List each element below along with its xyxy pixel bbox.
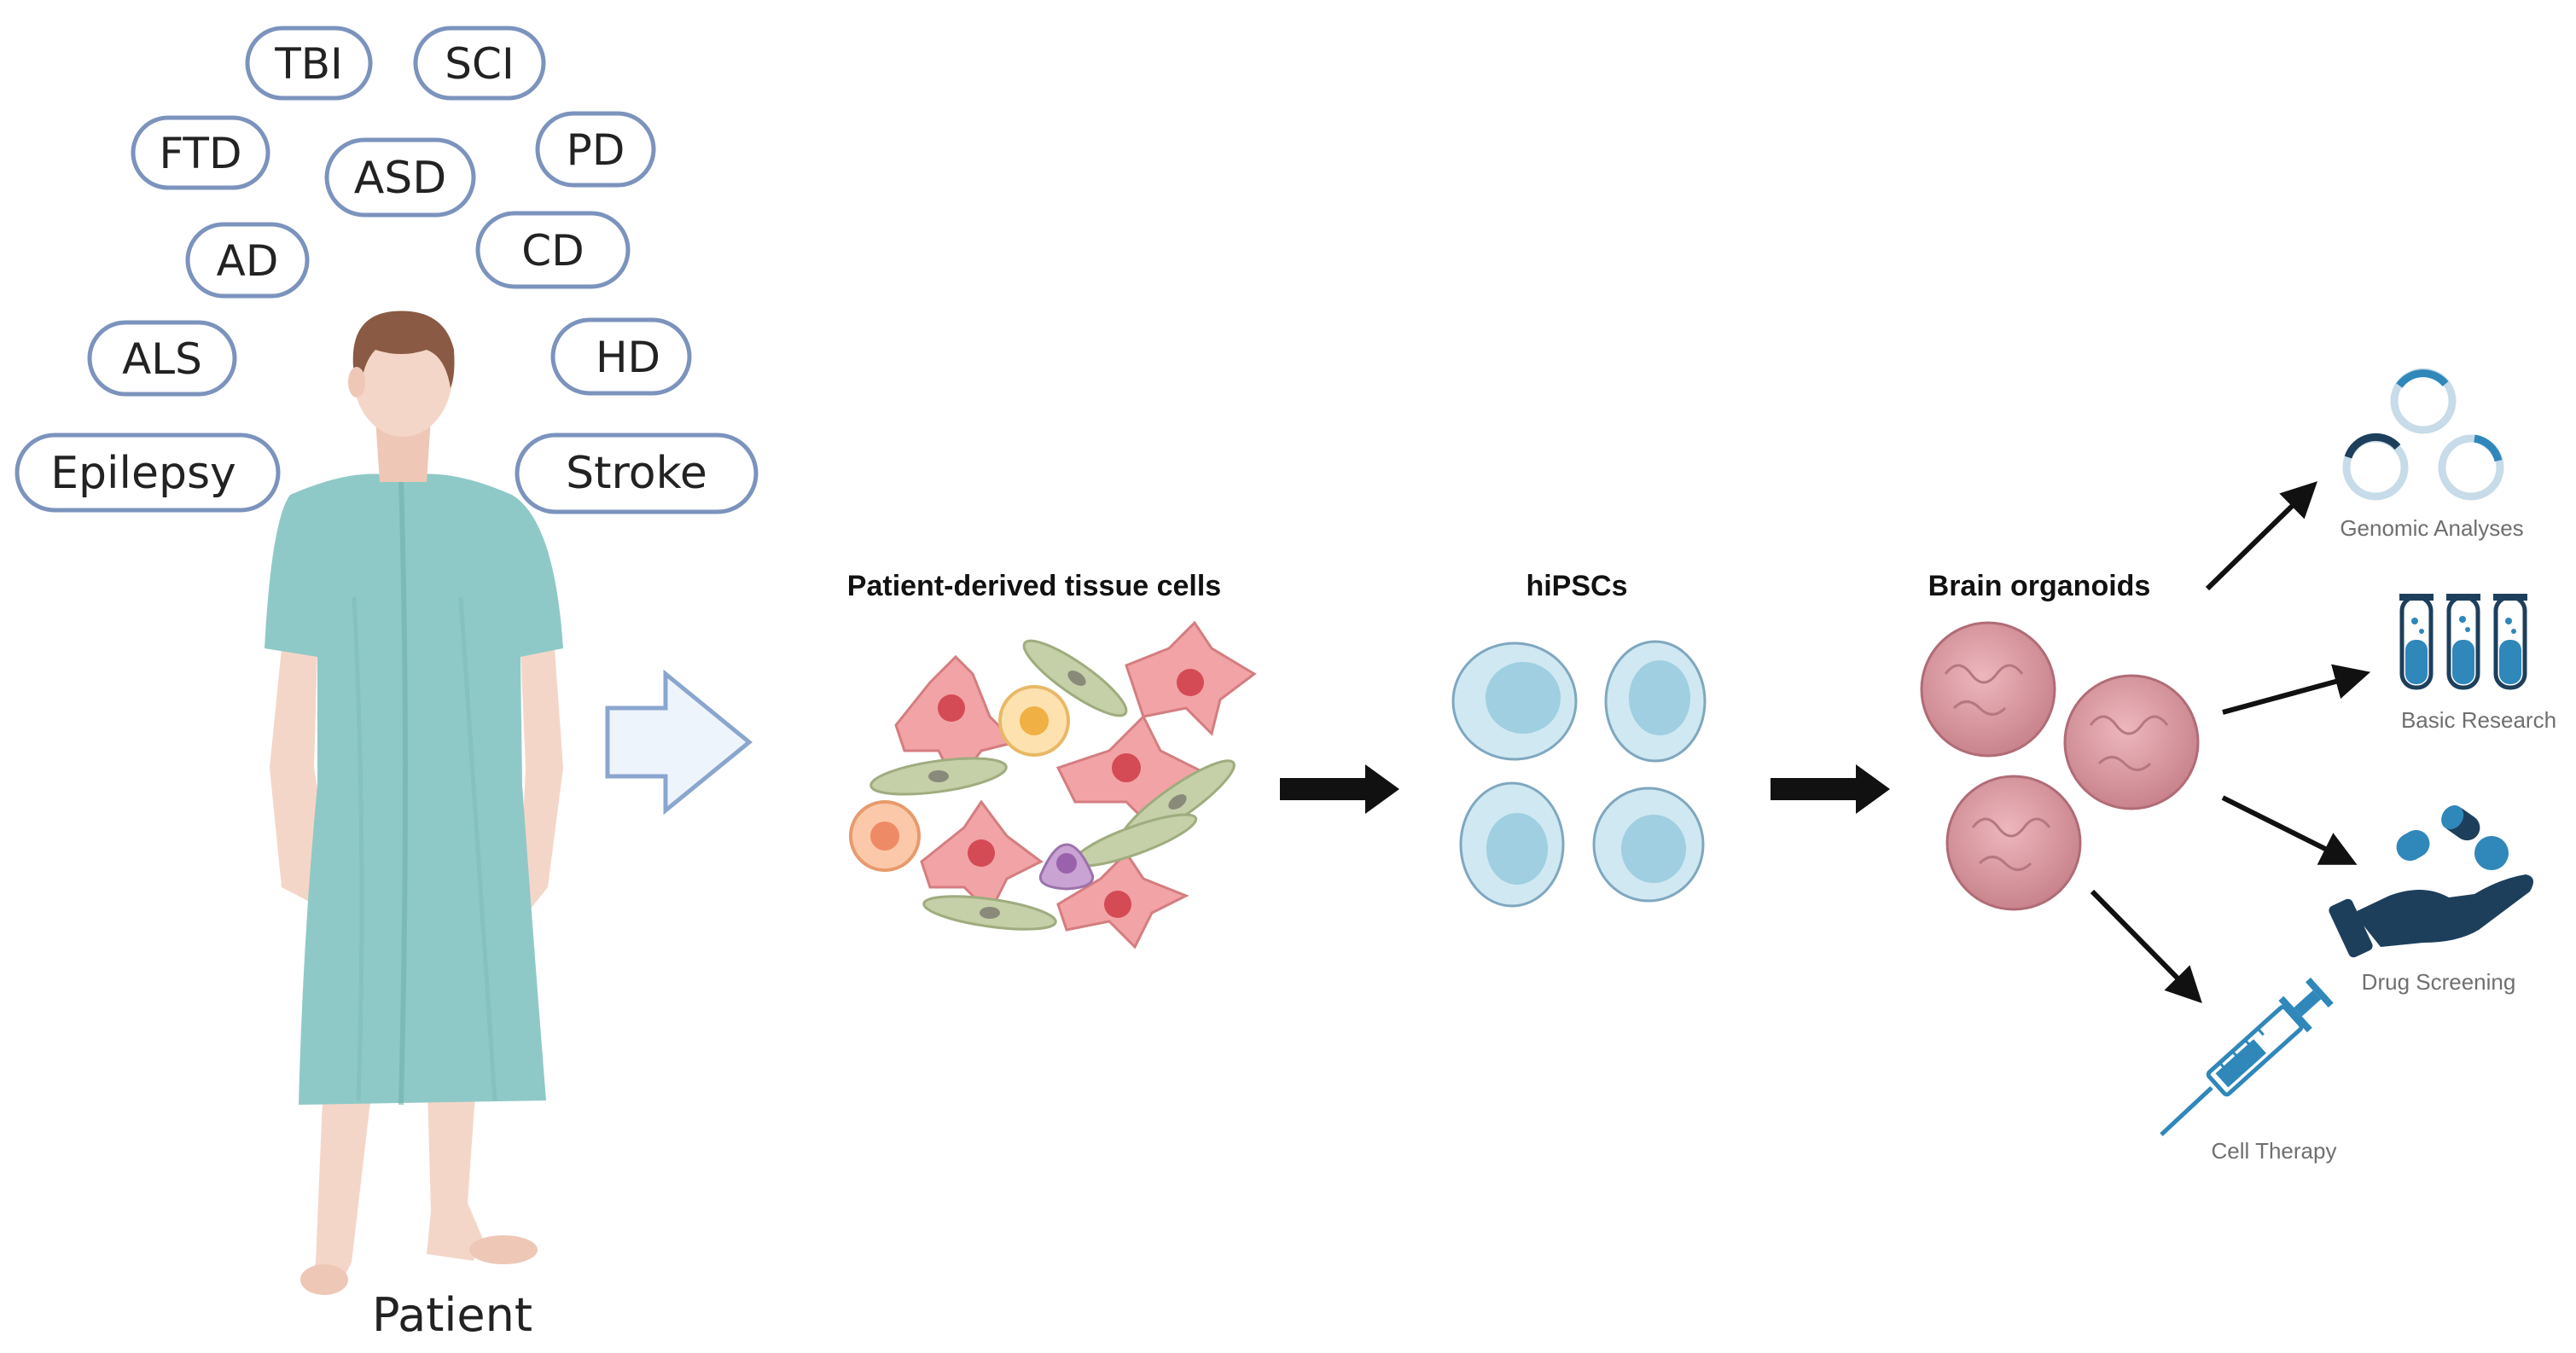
patient-figure — [265, 311, 563, 1295]
disease-pills: TBI SCI FTD ASD PD AD CD ALS — [15, 26, 759, 514]
pill-sci-label: SCI — [445, 39, 514, 89]
stage-arrow-2-icon — [1771, 764, 1890, 814]
label-cell: Cell Therapy — [2212, 1138, 2337, 1164]
pill-epilepsy-label: Epilepsy — [50, 448, 236, 499]
drug-screening-icon — [2329, 805, 2533, 958]
pill-ad-label: AD — [217, 236, 279, 286]
pill-asd-label: ASD — [354, 153, 447, 204]
genomic-analyses-icon — [2342, 368, 2504, 501]
patient-gown — [265, 473, 563, 1105]
fibroblast-cell — [1056, 851, 1189, 949]
tissue-cells-cluster — [849, 620, 1257, 949]
pill-tbi: TBI — [245, 26, 373, 101]
arrow-to-basic-icon — [2222, 664, 2371, 715]
round-cell-orange — [849, 800, 921, 872]
patient-right-arm — [502, 648, 563, 926]
pill-stroke: Stroke — [515, 433, 759, 514]
patient-hair — [352, 311, 455, 392]
pill-pd-label: PD — [567, 125, 625, 175]
patient-left-leg — [309, 1058, 375, 1290]
round-cell-yellow — [998, 685, 1070, 757]
pill-pd: PD — [535, 111, 656, 188]
purple-cell — [1038, 843, 1095, 891]
pill-stroke-label: Stroke — [566, 448, 707, 499]
arrow-to-cell-icon — [2090, 889, 2202, 1003]
pill-ftd: FTD — [131, 115, 270, 190]
patient-left-foot — [300, 1264, 348, 1295]
hipsc-cell — [1604, 640, 1707, 763]
pill-hd-label: HD — [596, 333, 660, 382]
brain-organoids — [1920, 621, 2200, 911]
label-basic: Basic Research — [2401, 707, 2556, 733]
stage-label-hipsc: hiPSCs — [1526, 570, 1627, 602]
hipsc-cells — [1451, 640, 1707, 908]
organoid — [1945, 775, 2082, 911]
fibroblast-cell — [1125, 620, 1257, 736]
pill-als-label: ALS — [122, 334, 202, 384]
patient-right-foot — [469, 1235, 538, 1264]
basic-research-icon — [2399, 594, 2527, 690]
pill-epilepsy: Epilepsy — [15, 433, 281, 513]
organoid — [2063, 674, 2200, 810]
label-genomic: Genomic Analyses — [2340, 515, 2523, 541]
hollow-arrow-icon — [605, 669, 753, 816]
stage-label-organoids: Brain organoids — [1928, 570, 2151, 602]
pill-asd: ASD — [324, 137, 476, 218]
arrow-to-genomic-icon — [2205, 481, 2318, 591]
label-drug: Drug Screening — [2362, 969, 2516, 995]
cell-therapy-icon — [2160, 977, 2334, 1136]
hipsc-cell — [1459, 781, 1565, 908]
stage-label-tissue: Patient-derived tissue cells — [847, 570, 1221, 602]
fibroblast-cell — [920, 799, 1044, 915]
patient-right-leg — [427, 1058, 482, 1261]
pill-hd: HD — [550, 317, 692, 396]
organoid — [1920, 621, 2056, 758]
pill-cd: CD — [475, 211, 631, 289]
stage-arrow-1-icon — [1280, 764, 1399, 814]
hipsc-cell — [1592, 787, 1705, 903]
pill-ad: AD — [185, 222, 310, 299]
arrow-to-drug-icon — [2221, 795, 2358, 865]
pill-cd-label: CD — [521, 226, 584, 276]
pill-sci: SCI — [413, 26, 546, 101]
pill-als: ALS — [87, 320, 237, 397]
pill-ftd-label: FTD — [160, 129, 242, 178]
hipsc-cell — [1451, 642, 1578, 761]
pill-tbi-label: TBI — [274, 39, 343, 89]
patient-label: Patient — [372, 1288, 532, 1342]
